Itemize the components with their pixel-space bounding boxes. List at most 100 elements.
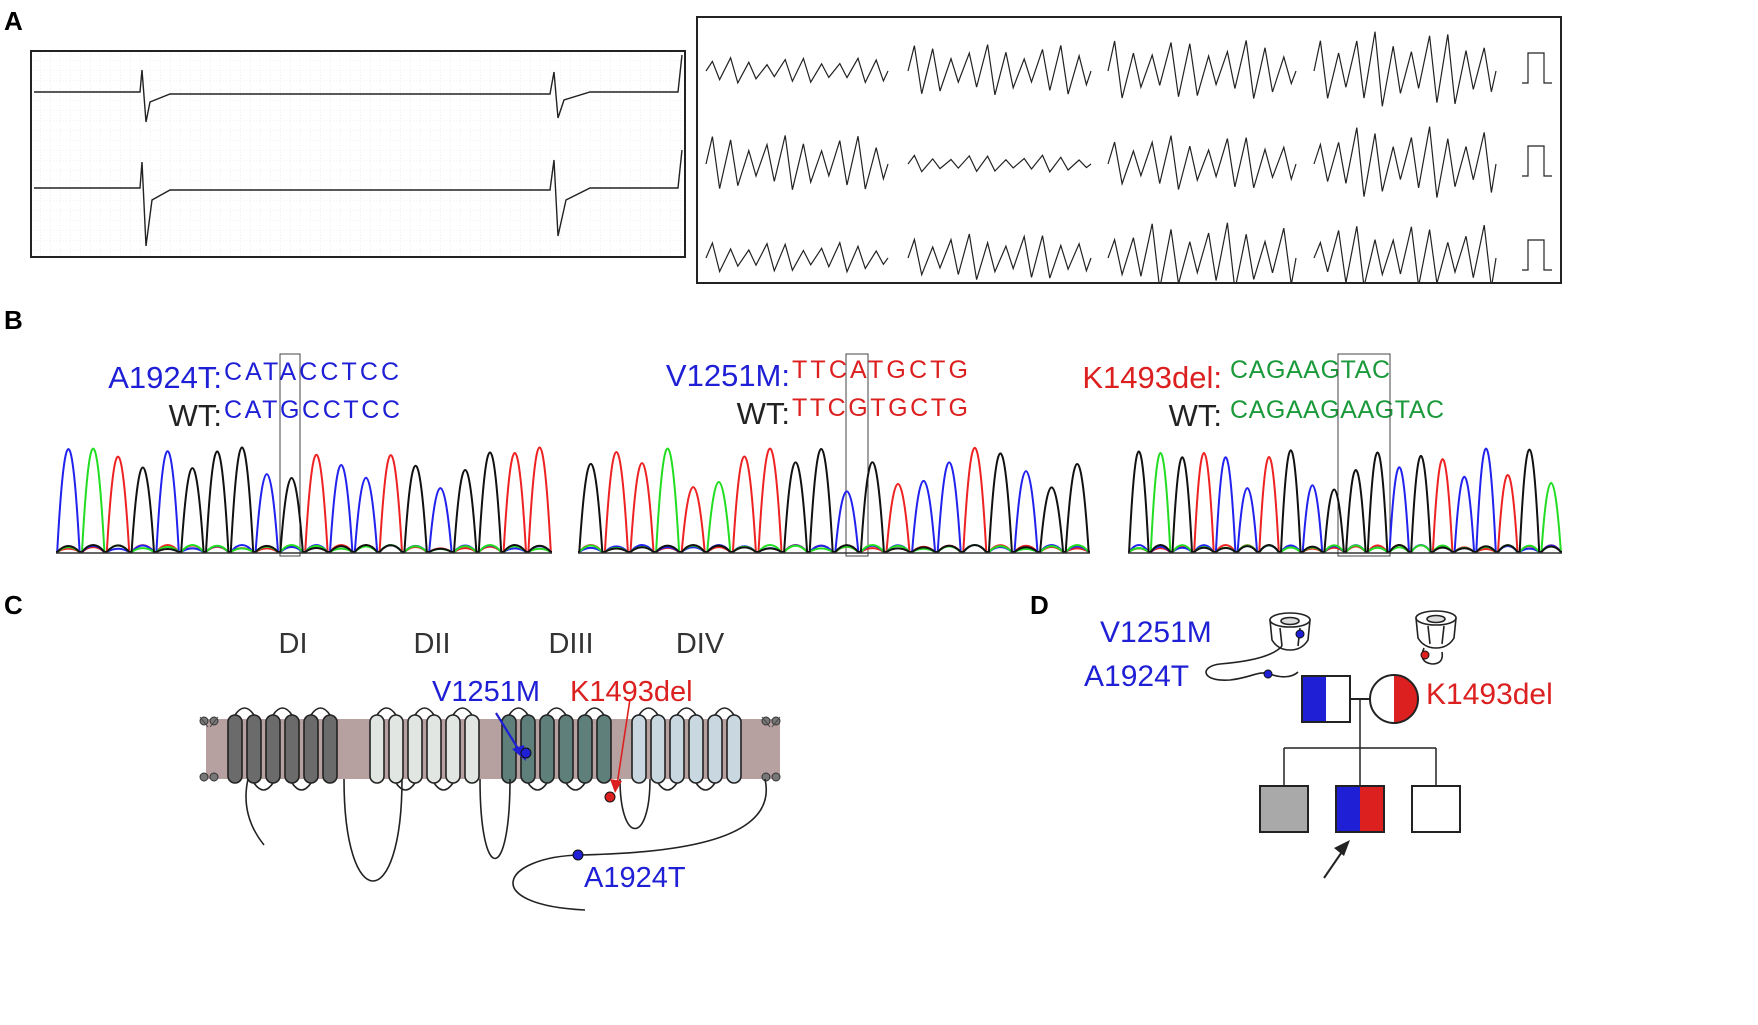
transmembrane-helix [227, 714, 243, 784]
panel-label-a: A [4, 6, 23, 36]
calibration-pulse [1522, 239, 1552, 271]
vt-trace-segment [1313, 126, 1497, 198]
chromatogram-channel [578, 461, 1090, 553]
seq3-variant-box [1337, 353, 1391, 557]
domain-label-diii: DIII [548, 628, 593, 660]
ecg-lead-2 [34, 149, 683, 247]
paternal-tail-mark [1263, 669, 1273, 679]
chromatogram-channel [578, 447, 1090, 553]
transmembrane-helix [558, 714, 574, 784]
transmembrane-helix [284, 714, 300, 784]
transmembrane-helix [539, 714, 555, 784]
seq2-wt-label: WT: [737, 396, 790, 431]
vt-trace-segment [1313, 224, 1497, 284]
vt-trace-segment [1107, 40, 1297, 99]
transmembrane-helix [322, 714, 338, 784]
chromatogram-channel [56, 448, 552, 553]
pedigree-k1493del-label: K1493del [1426, 678, 1553, 711]
mother-right-half [1394, 675, 1418, 723]
ecg-bradycardia-strip [30, 50, 686, 258]
transmembrane-helix [726, 714, 742, 784]
chromatogram-channel [1128, 452, 1562, 553]
seq2-trace [578, 447, 1090, 554]
domain-label-di: DI [279, 628, 308, 660]
vt-trace-segment [705, 135, 889, 190]
k1493del-arrowhead [610, 779, 622, 793]
chromatogram-channel [578, 447, 1090, 553]
transmembrane-helix [669, 714, 685, 784]
proband-left-half [1336, 786, 1360, 832]
ecg-ventricular-arrhythmia-strip [696, 16, 1562, 284]
seq1-wt-label: WT: [169, 398, 222, 433]
a1924t-site [572, 849, 584, 861]
seq2-mutant-sequence: TTCATGCTG [792, 356, 968, 384]
channel-topology-diagram: DI DII DIII DIV V1251M K1493del A1924T [199, 628, 781, 911]
seq2-wt-sequence: TTCGTGCTG [792, 394, 968, 422]
transmembrane-helix [688, 714, 704, 784]
vt-trace-segment [1107, 135, 1297, 190]
vt-trace-segment [705, 56, 889, 85]
pedigree-diagram: V1251M A1924T K1493del [1084, 610, 1553, 879]
v1251m-label: V1251M [432, 676, 540, 708]
panel-label-d: D [1030, 590, 1049, 620]
channel-icon-paternal [1269, 612, 1311, 651]
lipid-tails [199, 716, 781, 728]
transmembrane-helix [426, 714, 442, 784]
seq2-variant-box [845, 353, 869, 557]
proband-right-half [1360, 786, 1384, 832]
seq2-mutation-label: V1251M: [666, 358, 790, 393]
a1924t-label: A1924T [584, 862, 686, 894]
vt-trace-segment [1313, 31, 1497, 107]
seq1-wt-sequence: CATGCCTCC [224, 396, 400, 424]
k1493del-label: K1493del [570, 676, 693, 708]
transmembrane-helix [707, 714, 723, 784]
transmembrane-helix [265, 714, 281, 784]
chromatogram-channel [1128, 452, 1562, 553]
sibling-affected-unknown [1259, 785, 1309, 833]
seq1-trace [56, 446, 552, 554]
vt-trace-segment [907, 154, 1092, 174]
transmembrane-helix [369, 714, 385, 784]
calibration-pulse [1522, 52, 1552, 84]
calibration-pulse [1522, 145, 1552, 177]
vt-trace-segment [907, 233, 1092, 280]
transmembrane-helix [631, 714, 647, 784]
chromatogram-channel [56, 446, 552, 553]
channel-icon-maternal-mark [1420, 650, 1430, 660]
vt-trace-segment [907, 44, 1092, 95]
ecg-lead-1 [34, 54, 683, 123]
proband-arrowhead [1334, 840, 1350, 856]
sibling-unaffected [1411, 785, 1461, 833]
v1251m-site [520, 747, 532, 759]
mother-circle [1369, 674, 1419, 724]
paternal-tail [1205, 645, 1283, 681]
seq3-trace [1128, 447, 1562, 554]
transmembrane-helix [407, 714, 423, 784]
domain-label-div: DIV [676, 628, 725, 660]
pedigree-a1924t-label: A1924T [1084, 660, 1189, 693]
chromatogram-channel [56, 446, 552, 553]
chromatogram-channel [1128, 447, 1562, 553]
transmembrane-helix [246, 714, 262, 784]
transmembrane-helix [445, 714, 461, 784]
proband-square [1335, 785, 1385, 833]
father-left-half [1302, 676, 1326, 722]
chromatogram-channel [1128, 448, 1562, 553]
seq1-variant-box [279, 353, 301, 557]
seq1-mutation-label: A1924T: [108, 360, 222, 395]
transmembrane-helix [464, 714, 480, 784]
transmembrane-helix [596, 714, 612, 784]
seq3-mutation-label: K1493del: [1082, 360, 1222, 395]
seq3-wt-label: WT: [1169, 398, 1222, 433]
seq1-mutant-sequence: CATACCTCC [224, 358, 400, 386]
domain-label-dii: DII [413, 628, 450, 660]
panel-label-b: B [4, 305, 23, 335]
seq3-wt-sequence: CAGAAGAAGTAC [1230, 396, 1444, 424]
transmembrane-helix [388, 714, 404, 784]
transmembrane-helix [650, 714, 666, 784]
pedigree-v1251m-label: V1251M [1100, 616, 1212, 649]
channel-icon-maternal [1415, 610, 1457, 665]
vt-trace-segment [705, 240, 889, 274]
k1493del-site [604, 791, 616, 803]
transmembrane-helix [577, 714, 593, 784]
